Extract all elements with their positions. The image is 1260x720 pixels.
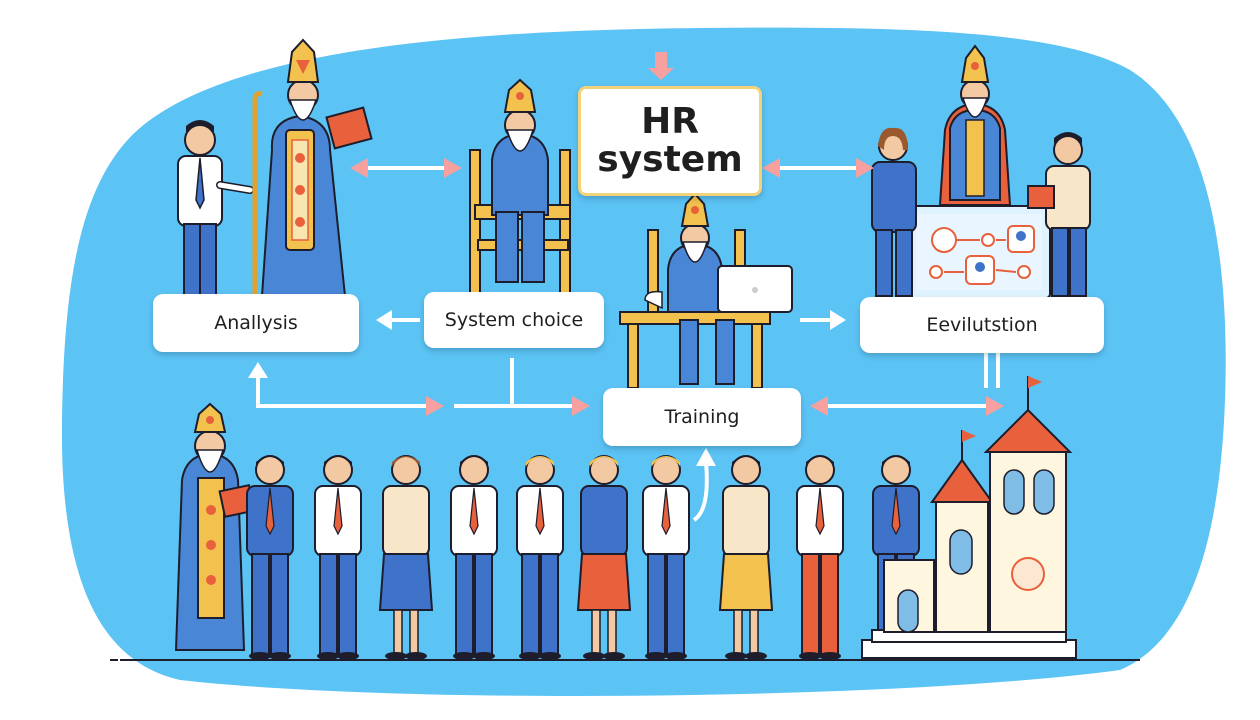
stage-system-choice-box: System choice bbox=[424, 292, 604, 348]
staff-person-icon bbox=[718, 455, 774, 660]
presentation-board-icon bbox=[907, 205, 1051, 299]
seated-bishop-icon bbox=[491, 78, 549, 283]
laptop-icon bbox=[717, 265, 793, 313]
staff-person-icon bbox=[576, 455, 632, 660]
staff-person-icon bbox=[246, 455, 294, 660]
staff-person-icon bbox=[516, 455, 564, 660]
staff-person-icon bbox=[378, 455, 434, 660]
bottom-bishop-icon bbox=[174, 402, 256, 651]
bishop-figure-icon bbox=[252, 38, 373, 297]
hr-system-line2: system bbox=[597, 139, 743, 180]
analyst-man-icon bbox=[177, 120, 254, 297]
stage-analysis-label: Anallysis bbox=[214, 312, 298, 334]
stage-training-box: Training bbox=[603, 388, 801, 446]
staff-person-icon bbox=[314, 455, 362, 660]
desk-bishop-icon bbox=[667, 192, 735, 385]
staff-person-icon bbox=[450, 455, 498, 660]
cathedral-icon bbox=[861, 376, 1077, 659]
stage-training-label: Training bbox=[664, 406, 740, 428]
stage-analysis-box: Anallysis bbox=[153, 294, 359, 352]
man-with-tablet-icon bbox=[1027, 132, 1091, 297]
hr-system-box: HR system bbox=[578, 86, 762, 196]
bishop-red-cape-icon bbox=[938, 44, 1012, 206]
connector-arrows bbox=[248, 52, 1004, 522]
woman-presenter-icon bbox=[871, 127, 917, 297]
staff-person-icon bbox=[796, 455, 844, 660]
stage-system-choice-label: System choice bbox=[444, 309, 584, 331]
stage-evolution-box: Eevilutstion bbox=[860, 297, 1104, 353]
hr-system-line1: HR bbox=[641, 101, 699, 142]
stage-evolution-label: Eevilutstion bbox=[926, 314, 1038, 336]
staff-person-icon bbox=[642, 455, 690, 660]
